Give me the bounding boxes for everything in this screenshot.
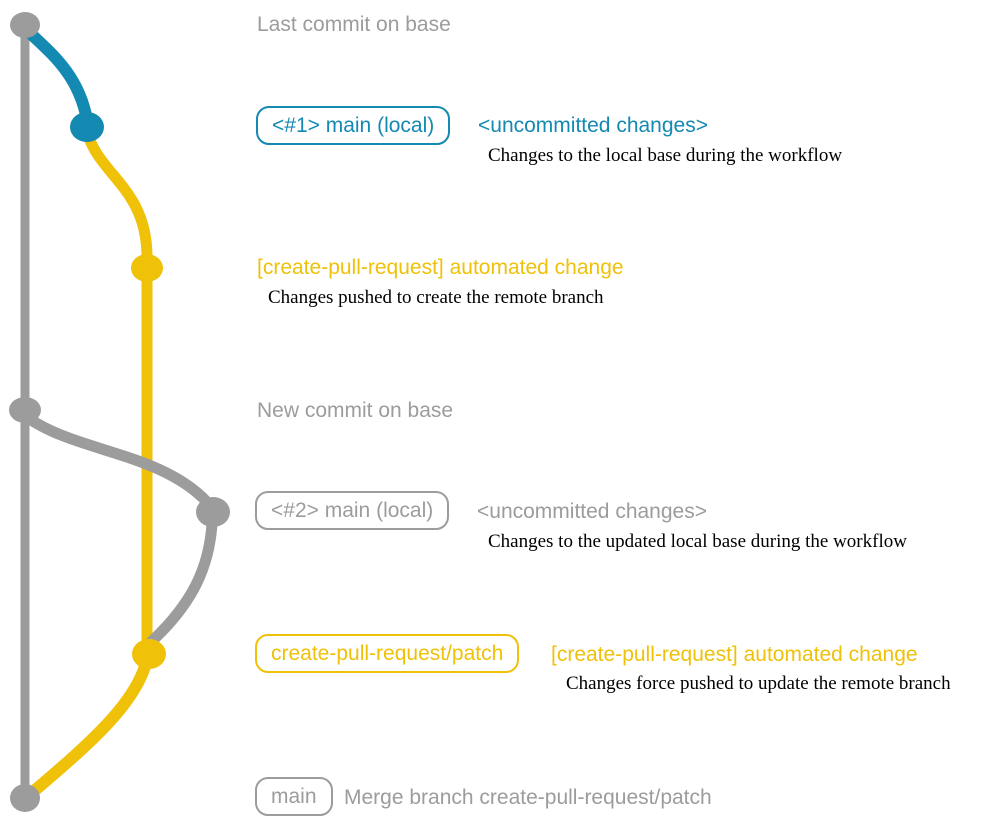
commit-node-last-base	[10, 12, 40, 38]
badge-main-local-2: <#2> main (local)	[255, 491, 450, 530]
title-automated-change-1: [create-pull-request] automated change	[257, 256, 624, 279]
commit-node-automated-1	[131, 254, 163, 282]
title-merge-branch: Merge branch create-pull-request/patch	[344, 786, 712, 809]
commit-node-automated-2	[132, 639, 166, 669]
commit-node-uncommitted-2	[196, 497, 230, 527]
desc-push-to-create: Changes pushed to create the remote bran…	[268, 287, 604, 308]
commit-node-new-base	[9, 397, 41, 423]
desc-uncommitted-changes-2: Changes to the updated local base during…	[488, 531, 907, 552]
badge-create-pull-request-patch: create-pull-request/patch	[255, 634, 520, 673]
git-graph	[9, 12, 230, 812]
title-automated-change-2: [create-pull-request] automated change	[551, 643, 918, 666]
desc-force-push: Changes force pushed to update the remot…	[566, 673, 951, 694]
title-uncommitted-changes-2: <uncommitted changes>	[477, 500, 707, 523]
base-update-edge	[21, 411, 213, 508]
badge-main: main	[255, 777, 333, 816]
merge-edge	[28, 657, 152, 797]
commit-node-uncommitted-1	[70, 112, 104, 142]
push-branch-edge	[81, 126, 153, 661]
rebase-edge	[145, 518, 218, 648]
note-new-commit-on-base: New commit on base	[257, 399, 454, 422]
badge-main-local-1: <#1> main (local)	[256, 106, 451, 145]
desc-uncommitted-changes-1: Changes to the local base during the wor…	[488, 145, 843, 166]
local-changes-1-edge	[19, 22, 93, 126]
commit-node-merge	[10, 784, 40, 812]
note-last-commit-on-base: Last commit on base	[257, 13, 451, 36]
title-uncommitted-changes-1: <uncommitted changes>	[478, 114, 708, 137]
